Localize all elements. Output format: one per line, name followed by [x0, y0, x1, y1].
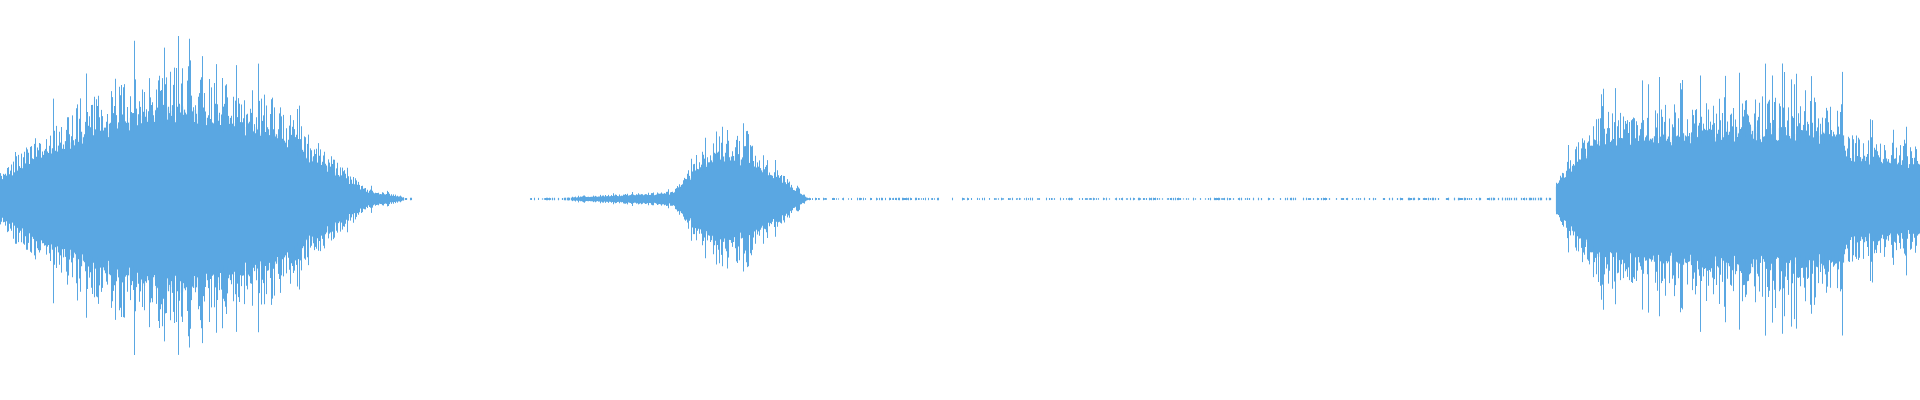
waveform-body	[0, 105, 1920, 293]
